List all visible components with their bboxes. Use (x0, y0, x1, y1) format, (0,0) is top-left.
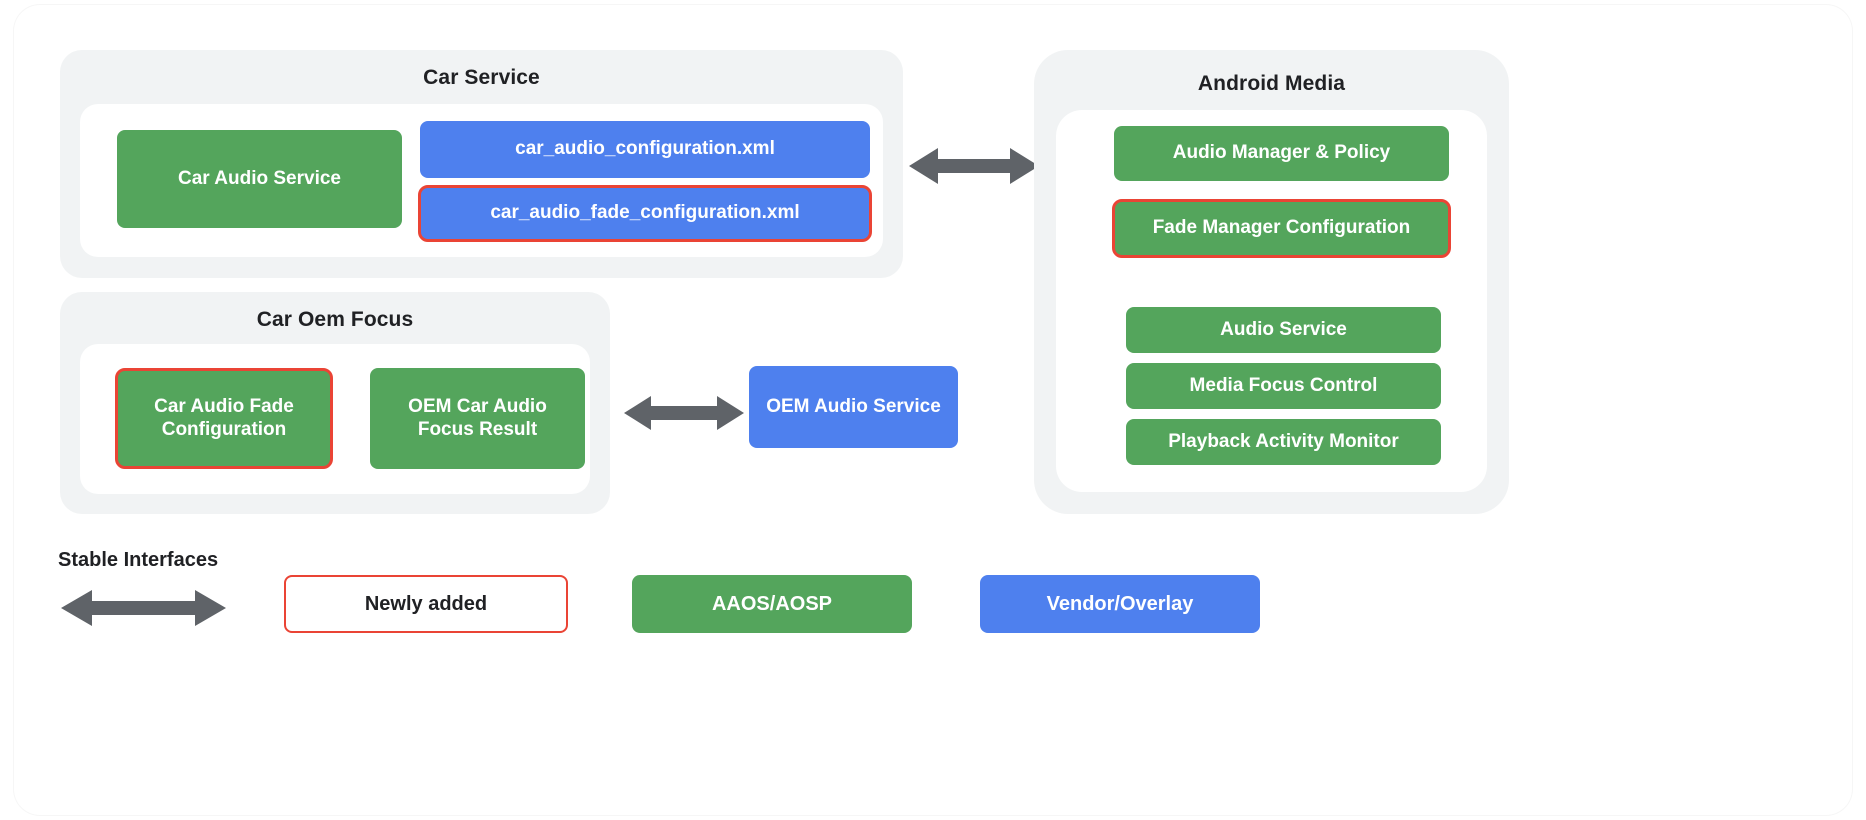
node-car-audio-fade-configuration[interactable]: Car Audio Fade Configuration (115, 368, 333, 469)
legend-item-vendor-overlay-label: Vendor/Overlay (1046, 592, 1194, 615)
node-media-focus-control-label: Media Focus Control (1189, 374, 1378, 396)
node-car-audio-configuration-xml[interactable]: car_audio_configuration.xml (420, 121, 870, 178)
node-oem-car-audio-focus-result-label: OEM Car Audio Focus Result (408, 395, 547, 440)
node-car-audio-configuration-xml-label: car_audio_configuration.xml (515, 138, 775, 160)
double-arrow-icon (61, 590, 226, 626)
node-car-audio-fade-configuration-xml[interactable]: car_audio_fade_configuration.xml (418, 185, 872, 242)
legend-item-aaos-aosp-label: AAOS/AOSP (711, 592, 833, 615)
node-audio-manager-policy[interactable]: Audio Manager & Policy (1114, 126, 1449, 181)
node-car-audio-fade-configuration-xml-label: car_audio_fade_configuration.xml (490, 202, 800, 224)
node-playback-activity-monitor[interactable]: Playback Activity Monitor (1126, 419, 1441, 465)
legend-stable-interfaces-label: Stable Interfaces (58, 549, 219, 571)
node-audio-manager-policy-label: Audio Manager & Policy (1172, 142, 1391, 164)
node-fade-manager-configuration-label: Fade Manager Configuration (1152, 217, 1411, 239)
legend-item-newly-added[interactable]: Newly added (284, 575, 568, 633)
legend-item-newly-added-label: Newly added (364, 592, 488, 615)
legend-item-vendor-overlay[interactable]: Vendor/Overlay (980, 575, 1260, 633)
group-car-oem-focus: Car Oem Focus Car Audio Fade Configurati… (60, 292, 610, 514)
node-fade-manager-configuration[interactable]: Fade Manager Configuration (1112, 199, 1451, 258)
legend-item-aaos-aosp[interactable]: AAOS/AOSP (632, 575, 912, 633)
group-android-media-title: Android Media (1197, 72, 1346, 95)
legend-stable-interfaces-arrow (56, 585, 231, 631)
group-car-oem-focus-title: Car Oem Focus (256, 308, 414, 331)
arrow-car-service-to-android-media (904, 143, 1044, 189)
double-arrow-icon (624, 396, 744, 430)
double-arrow-icon (909, 148, 1039, 184)
node-audio-service-label: Audio Service (1220, 318, 1347, 340)
node-oem-audio-service-label: OEM Audio Service (766, 395, 941, 417)
node-car-audio-service[interactable]: Car Audio Service (117, 130, 402, 228)
group-android-media: Android Media Audio Manager & Policy Fad… (1034, 50, 1509, 514)
node-car-audio-service-label: Car Audio Service (178, 167, 341, 189)
group-car-service-title: Car Service (423, 66, 540, 89)
node-audio-service[interactable]: Audio Service (1126, 307, 1441, 353)
node-car-audio-fade-configuration-label: Car Audio Fade Configuration (154, 395, 294, 440)
node-playback-activity-monitor-label: Playback Activity Monitor (1168, 430, 1399, 452)
node-oem-audio-service[interactable]: OEM Audio Service (749, 366, 958, 448)
arrow-car-oem-focus-to-oem-audio-service (619, 390, 749, 436)
node-oem-car-audio-focus-result[interactable]: OEM Car Audio Focus Result (370, 368, 585, 469)
diagram-canvas: Car Service Car Audio Service car_audio_… (14, 5, 1852, 815)
node-media-focus-control[interactable]: Media Focus Control (1126, 363, 1441, 409)
group-car-service: Car Service Car Audio Service car_audio_… (60, 50, 903, 278)
